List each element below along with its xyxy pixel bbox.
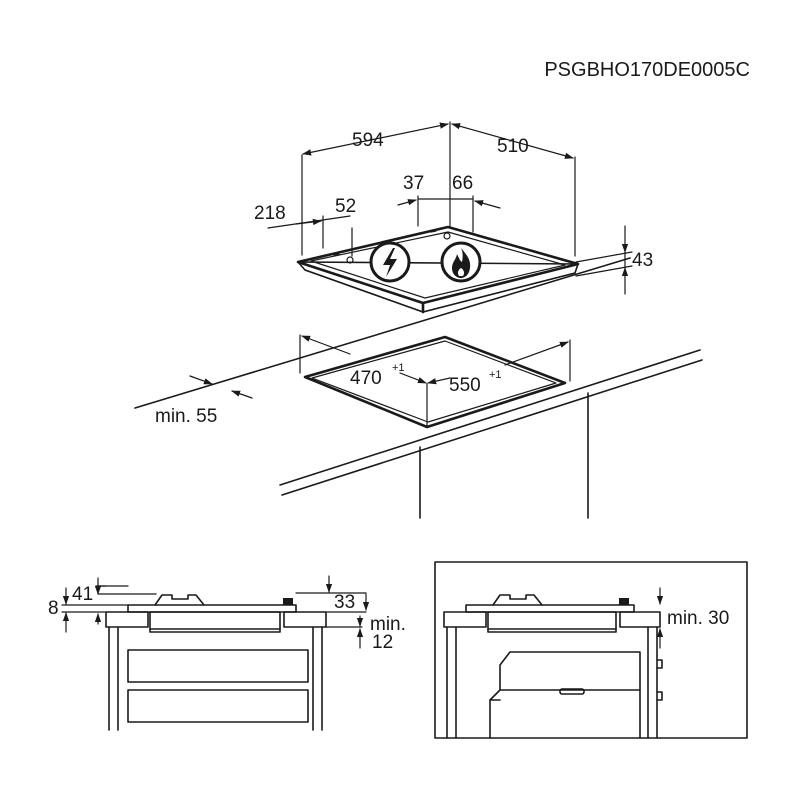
electric-bolt-icon <box>369 241 411 283</box>
cutout-depth-label: 470 <box>350 368 382 389</box>
dim-66-label: 66 <box>452 173 473 194</box>
dim-8-label: 8 <box>48 598 59 619</box>
min-30-label: min. 30 <box>667 608 729 629</box>
dim-37-label: 37 <box>403 173 424 194</box>
cutout-depth-tolerance: +1 <box>392 362 405 374</box>
worktop-cutout <box>134 257 703 519</box>
dim-min-label: min. <box>370 614 406 635</box>
gas-flame-icon <box>440 241 482 283</box>
dim-33-label: 33 <box>334 592 355 613</box>
min-front-label: min. 55 <box>155 406 217 427</box>
dim-218-label: 218 <box>254 203 286 224</box>
control-knob <box>346 256 354 264</box>
cutout-width-tolerance: +1 <box>489 369 502 381</box>
oven-view-frame <box>434 561 748 739</box>
dim-width-label: 594 <box>352 130 384 151</box>
control-knob <box>443 232 451 240</box>
dim-depth-label: 510 <box>497 136 529 157</box>
dim-12-label: 12 <box>372 632 393 653</box>
cutout-width-label: 550 <box>449 375 481 396</box>
hob-top-view <box>267 121 633 314</box>
dim-41-label: 41 <box>72 584 93 605</box>
dim-52-label: 52 <box>335 196 356 217</box>
dim-height-label: 43 <box>632 250 653 271</box>
product-code: PSGBHO170DE0005C <box>544 59 750 81</box>
side-section-view <box>61 575 370 731</box>
oven-section-view <box>434 561 748 739</box>
